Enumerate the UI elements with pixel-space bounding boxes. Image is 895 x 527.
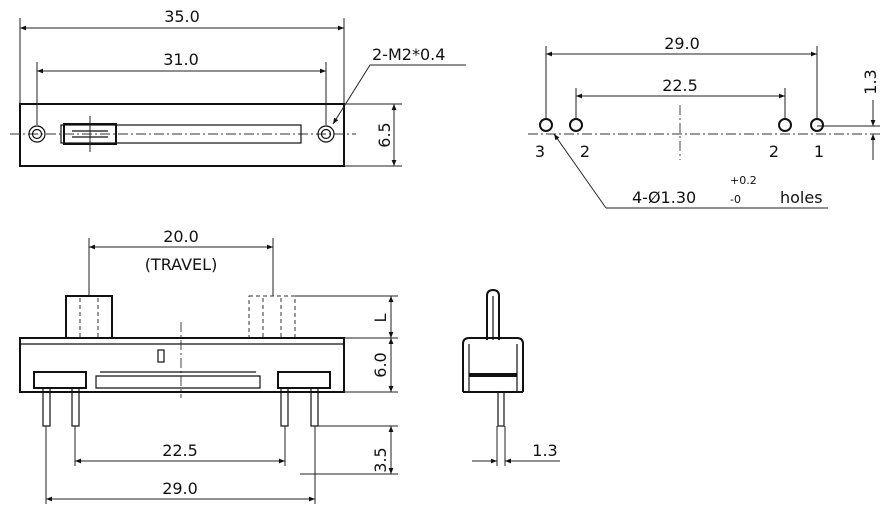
pin-1	[42, 387, 51, 427]
pcb-layout: 29.0 22.5 1.3 3 2 2 1 4-Ø1.30 +0.2 -0 ho…	[528, 34, 880, 209]
height-label: 6.5	[375, 122, 394, 147]
foot-left	[33, 371, 87, 389]
hole-spec-label: 4-Ø1.30	[632, 188, 696, 207]
holes-word: holes	[780, 188, 823, 207]
travel-label: 20.0	[163, 227, 199, 246]
side-view: 1.3	[462, 288, 560, 466]
pin-label-3: 3	[535, 142, 545, 161]
body-height-label: 6.0	[371, 352, 390, 377]
top-body-outline	[19, 103, 345, 167]
outer-pin-pitch-label: 29.0	[162, 479, 198, 498]
top-view: 35.0 31.0 2-M2*0.4 6.5	[10, 7, 466, 167]
mount-note-label: 2-M2*0.4	[372, 45, 445, 64]
lever-solid	[65, 295, 113, 339]
pin-label-2a: 2	[580, 142, 590, 161]
side-lever	[486, 288, 500, 340]
pcb-hole-2a	[569, 118, 583, 132]
offset-label: 1.3	[861, 69, 880, 94]
hole-spec-leader	[553, 133, 607, 209]
mount-hole-left	[28, 125, 46, 143]
side-band	[469, 373, 517, 377]
travel-note: (TRAVEL)	[145, 255, 218, 274]
lever-height-label: L	[371, 313, 390, 322]
mount-hole-right	[317, 125, 335, 143]
slider-slot	[60, 124, 302, 144]
side-housing	[462, 337, 524, 392]
tolerance-minus: -0	[730, 193, 741, 206]
outer-pitch-label: 29.0	[664, 34, 700, 53]
pcb-hole-2b	[778, 118, 792, 132]
hole-spacing-label: 31.0	[163, 50, 199, 69]
front-view: 20.0 (TRAVEL) L	[19, 227, 398, 504]
pin-length-label: 3.5	[371, 447, 390, 472]
mount-note-leader	[332, 64, 466, 125]
pin-label-2b: 2	[769, 142, 779, 161]
pin-2	[71, 387, 80, 427]
front-body-outline	[19, 337, 345, 393]
pcb-hole-1	[810, 118, 824, 132]
lever-hidden	[248, 295, 296, 339]
foot-right	[277, 371, 331, 389]
pcb-hole-3	[539, 118, 553, 132]
pin-3	[280, 387, 289, 427]
inner-pin-pitch-label: 22.5	[162, 441, 198, 460]
inner-pitch-label: 22.5	[662, 76, 698, 95]
tolerance-plus: +0.2	[730, 174, 757, 187]
overall-width-label: 35.0	[164, 7, 200, 26]
side-pin-offset-label: 1.3	[532, 441, 557, 460]
pin-label-1: 1	[814, 142, 824, 161]
side-pin	[497, 391, 505, 427]
pin-4	[310, 387, 319, 427]
